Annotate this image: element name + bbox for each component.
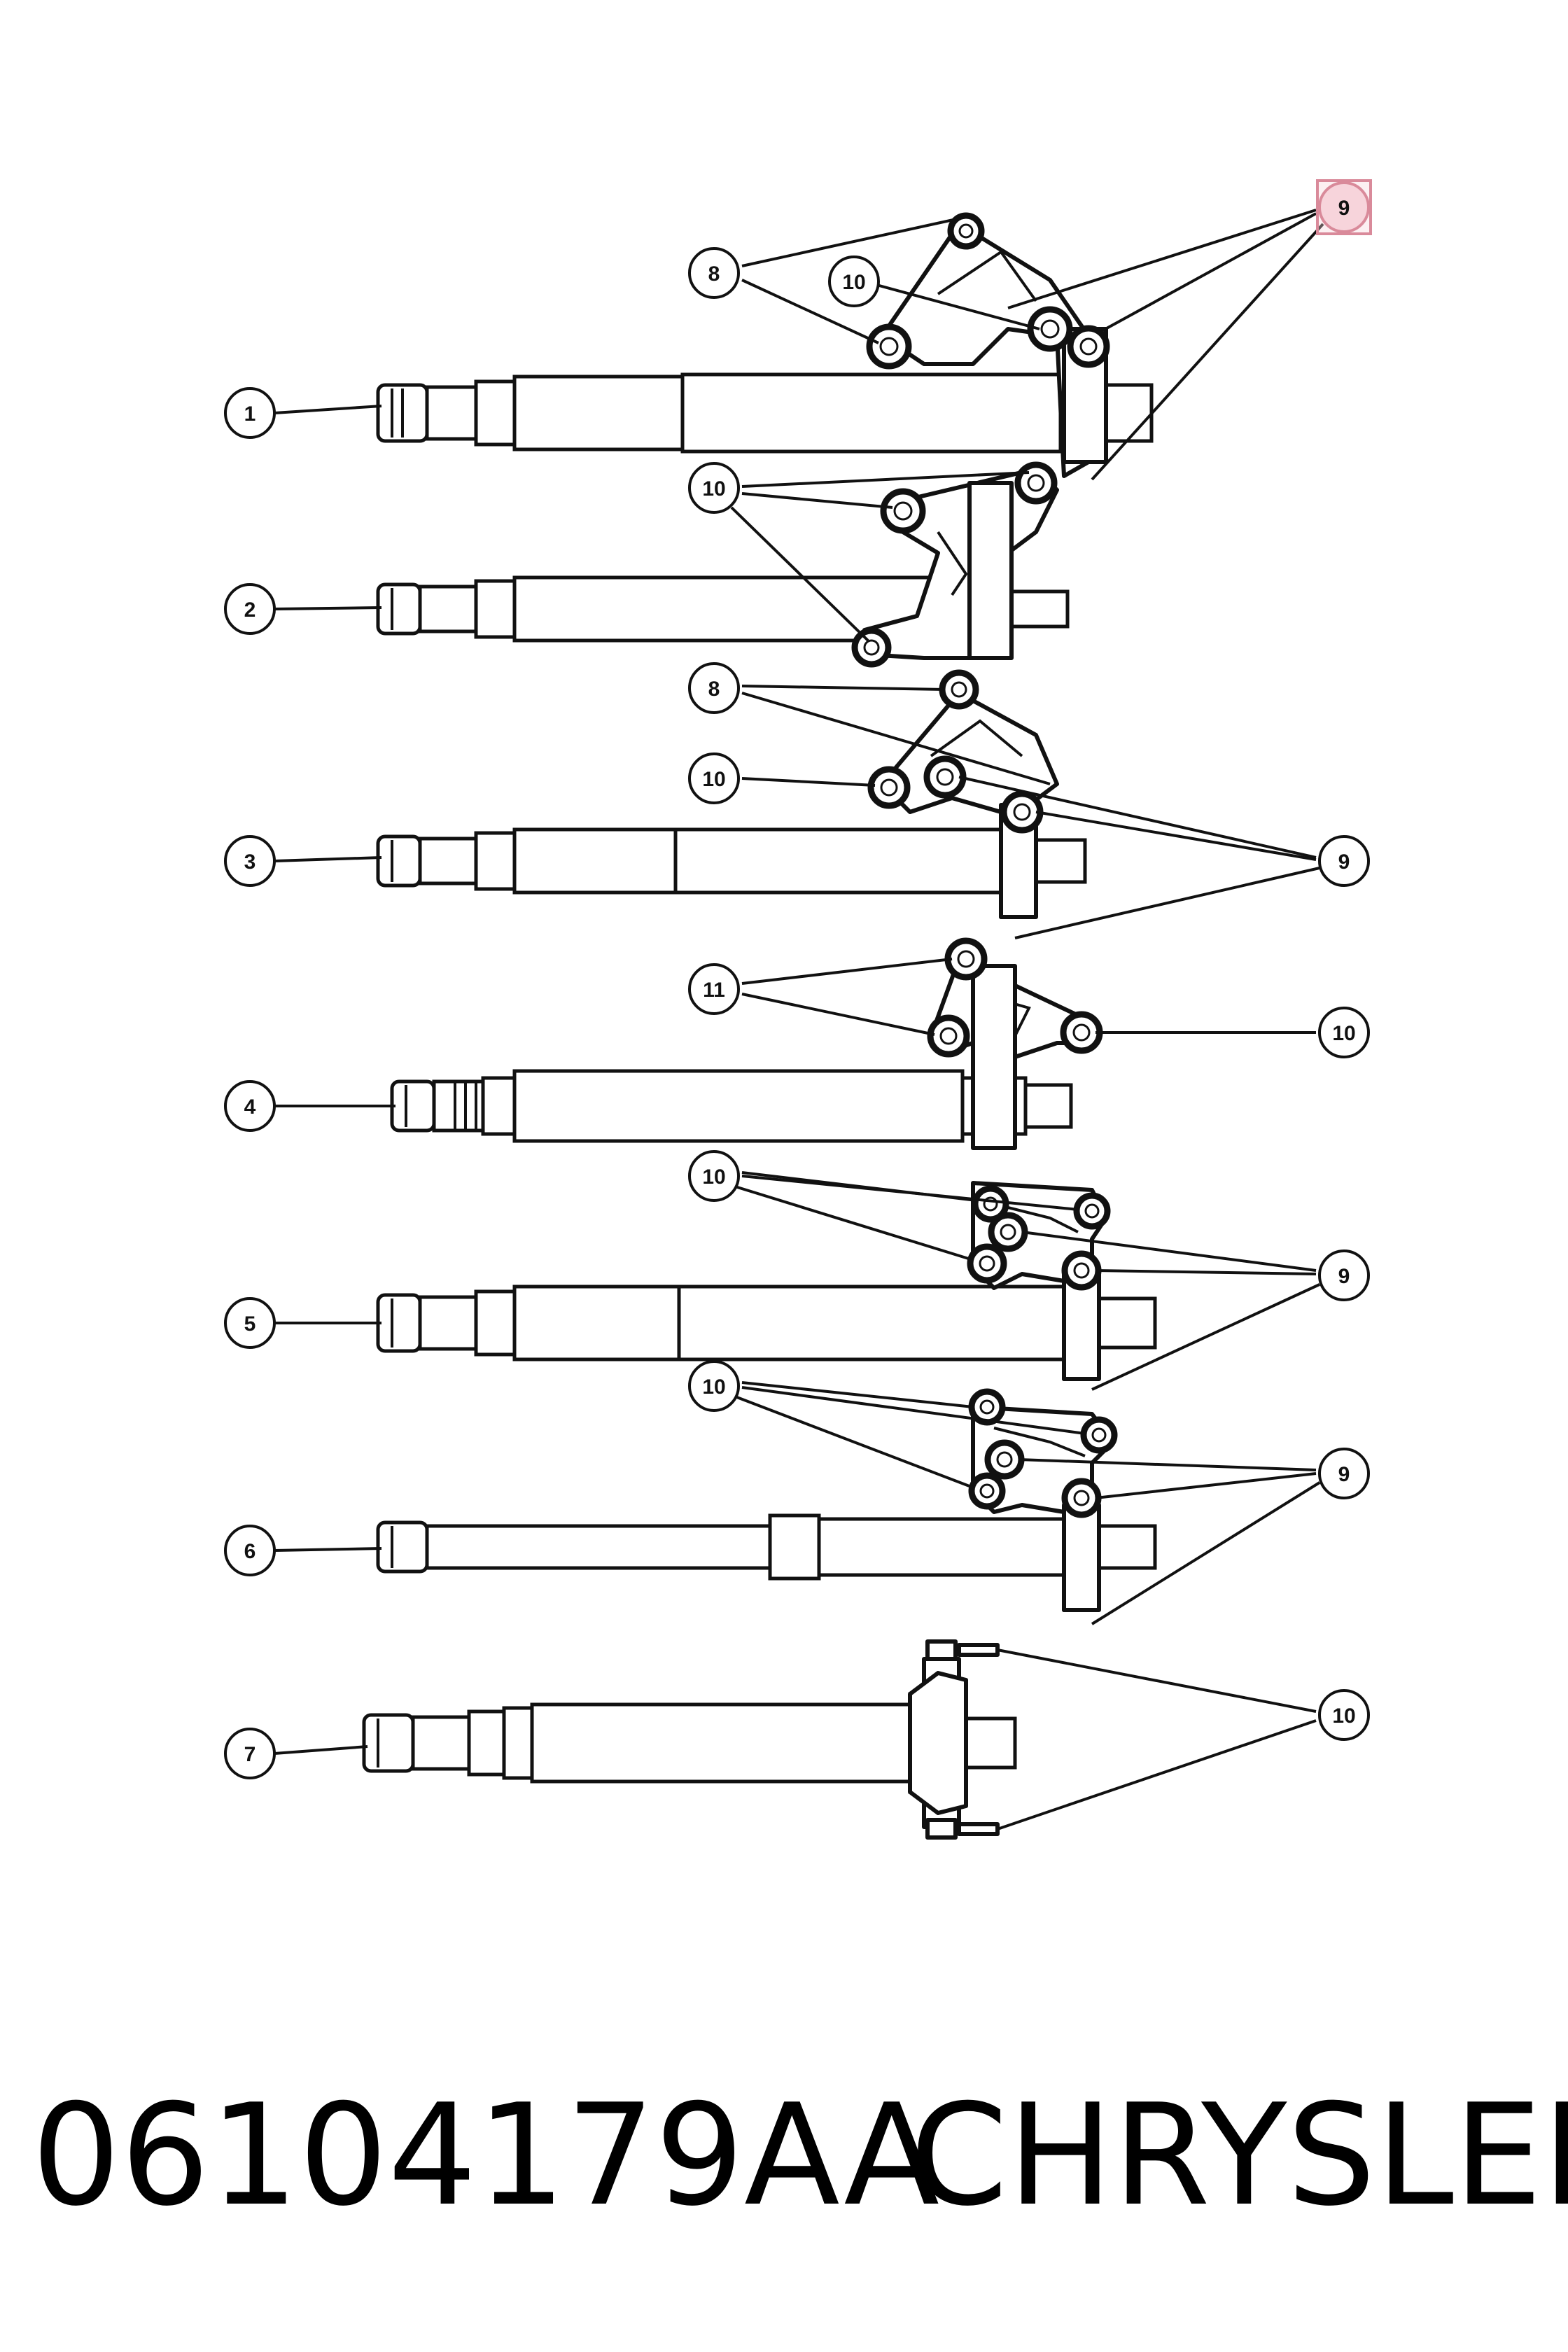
- bushing-3b: [867, 766, 911, 809]
- axle-shaft-2: [376, 575, 1070, 643]
- callout-8a: 8: [688, 247, 740, 299]
- bushing-1b: [947, 212, 985, 250]
- callout-6: 6: [224, 1525, 276, 1576]
- svg-text:9: 9: [1338, 850, 1350, 874]
- bushing-3a: [939, 669, 979, 710]
- bushing-2b: [1014, 461, 1058, 505]
- axle-shaft-3: [376, 827, 1087, 895]
- svg-text:10: 10: [702, 1376, 725, 1399]
- svg-text:5: 5: [244, 1312, 256, 1336]
- hub-flange-7: [908, 1657, 968, 1829]
- bushing-4c: [1060, 1011, 1103, 1054]
- bushing-6d: [968, 1472, 1006, 1510]
- bushing-1c: [1027, 306, 1073, 352]
- bolt-7a: [925, 1639, 1000, 1661]
- callout-11: 11: [688, 963, 740, 1015]
- svg-text:10: 10: [702, 1166, 725, 1189]
- svg-text:3: 3: [244, 850, 256, 874]
- axle-shaft-4: [390, 1069, 1073, 1143]
- svg-text:8: 8: [708, 678, 720, 701]
- svg-text:10: 10: [702, 768, 725, 791]
- callout-4: 4: [224, 1080, 276, 1132]
- callout-9d: 9: [1318, 1448, 1370, 1499]
- svg-text:2: 2: [244, 598, 256, 622]
- bushing-3d: [1000, 790, 1044, 834]
- bushing-4b: [927, 1014, 970, 1058]
- callout-10c: 10: [688, 752, 740, 804]
- bushing-4a: [944, 937, 988, 981]
- bushing-2a: [880, 488, 926, 534]
- brand-name: CHRYSLER: [910, 2074, 1568, 2237]
- callout-3: 3: [224, 835, 276, 887]
- callout-10g: 10: [1318, 1689, 1370, 1741]
- svg-text:11: 11: [703, 979, 725, 1002]
- callout-9c: 9: [1318, 1250, 1370, 1301]
- svg-text:10: 10: [1332, 1704, 1355, 1728]
- svg-text:10: 10: [702, 477, 725, 500]
- svg-text:8: 8: [708, 262, 720, 286]
- svg-text:4: 4: [244, 1096, 256, 1119]
- footer: 06104179AA CHRYSLER: [0, 2065, 1568, 2247]
- bushing-5d: [967, 1243, 1007, 1284]
- callout-10e: 10: [688, 1150, 740, 1202]
- bushing-6c: [984, 1439, 1025, 1480]
- svg-text:9: 9: [1338, 1265, 1350, 1288]
- callout-10a: 10: [828, 255, 880, 307]
- bushing-5e: [1061, 1250, 1102, 1291]
- bushing-6e: [1061, 1478, 1102, 1518]
- svg-text:10: 10: [842, 271, 865, 294]
- bolt-7b: [925, 1818, 1000, 1840]
- leader-lines: [274, 209, 1324, 1830]
- svg-text:7: 7: [244, 1743, 256, 1766]
- callout-8b: 8: [688, 662, 740, 714]
- callout-10b: 10: [688, 462, 740, 514]
- bushing-2c: [851, 627, 892, 668]
- callout-5: 5: [224, 1297, 276, 1349]
- axle-shaft-1: [376, 372, 1154, 454]
- svg-text:1: 1: [244, 402, 256, 426]
- bushing-6b: [1080, 1416, 1118, 1454]
- bracket-4: [929, 957, 1094, 1150]
- callout-10f: 10: [688, 1360, 740, 1412]
- svg-text:10: 10: [1332, 1022, 1355, 1045]
- bushing-5b: [1073, 1192, 1111, 1230]
- svg-text:6: 6: [244, 1540, 256, 1563]
- axle-shaft-5: [376, 1284, 1157, 1362]
- bushing-3c: [923, 755, 967, 799]
- callout-9b: 9: [1318, 835, 1370, 887]
- part-number: 06104179AA: [31, 2074, 940, 2237]
- axle-shaft-diagram: 1 2 3 4 5 6 7 8 10 9 10 8 10 9 11 10 10 …: [224, 179, 1372, 1840]
- bushing-1d: [1067, 325, 1110, 368]
- callout-9a-highlighted[interactable]: 9: [1316, 179, 1372, 235]
- bushing-5c: [988, 1212, 1028, 1252]
- callout-10d: 10: [1318, 1007, 1370, 1058]
- bushing-1a: [866, 323, 912, 370]
- callout-2: 2: [224, 583, 276, 635]
- svg-text:9: 9: [1338, 1463, 1350, 1486]
- axle-shaft-6: [376, 1513, 1157, 1581]
- callout-1: 1: [224, 387, 276, 439]
- svg-text:9: 9: [1338, 197, 1350, 220]
- callout-7: 7: [224, 1728, 276, 1779]
